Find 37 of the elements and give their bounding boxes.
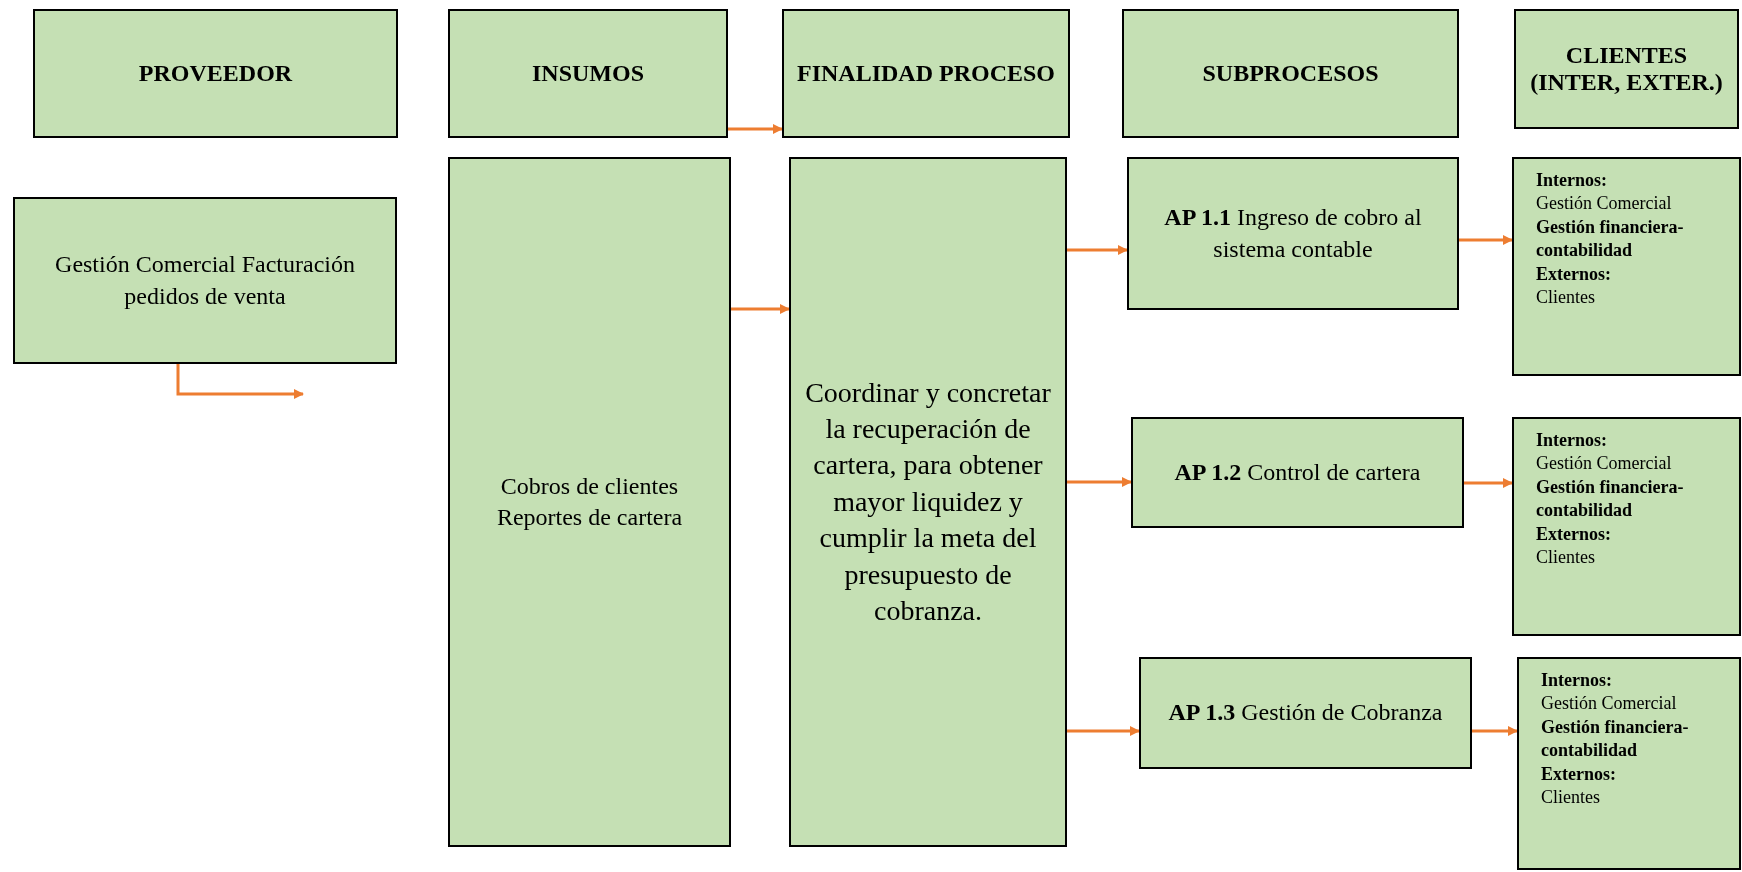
- node-text: AP 1.1 Ingreso de cobro al sistema contable: [1163, 203, 1423, 264]
- node-text: Coordinar y concretar la recuperación de cartera, para obtener mayor liquidez y cumplir la meta del presupuesto de cobranza.: [804, 375, 1052, 628]
- node-text: Cobros de clientes Reportes de cartera: [495, 471, 684, 532]
- process-box: [1127, 157, 1459, 310]
- header-box: [782, 9, 1070, 138]
- column-heading: FINALIDAD PROCESO: [797, 60, 1055, 87]
- arrow: [1459, 235, 1513, 245]
- column-heading: INSUMOS: [532, 60, 644, 87]
- process-box: [13, 197, 397, 364]
- node-text: Internos: Gestión Comercial Gestión financiera-contabilidad Externos: Clientes: [1536, 429, 1685, 569]
- arrow: [731, 304, 790, 314]
- arrow: [728, 124, 783, 134]
- arrow: [1067, 477, 1132, 487]
- node-text: AP 1.2 Control de cartera: [1174, 457, 1421, 487]
- column-heading: SUBPROCESOS: [1202, 60, 1379, 87]
- process-box: [448, 157, 731, 847]
- arrow: [1067, 726, 1140, 736]
- header-box: [33, 9, 398, 138]
- process-box: [1139, 657, 1472, 769]
- client-box: [1512, 157, 1741, 376]
- header-box: [1514, 9, 1739, 129]
- client-box: [1517, 657, 1741, 870]
- arrow: [1464, 478, 1513, 488]
- column-heading: PROVEEDOR: [138, 60, 293, 87]
- node-text: Gestión Comercial Facturación pedidos de venta: [54, 250, 356, 311]
- arrow: [176, 364, 304, 399]
- process-box: [789, 157, 1067, 847]
- node-text: AP 1.3 Gestión de Cobranza: [1168, 698, 1443, 728]
- header-box: [1122, 9, 1459, 138]
- arrow: [1472, 726, 1518, 736]
- node-text: Internos: Gestión Comercial Gestión financiera-contabilidad Externos: Clientes: [1541, 669, 1690, 809]
- header-box: [448, 9, 728, 138]
- arrow: [1067, 245, 1128, 255]
- process-box: [1131, 417, 1464, 528]
- column-heading: CLIENTES (INTER, EXTER.): [1529, 42, 1724, 96]
- node-text: Internos: Gestión Comercial Gestión financiera-contabilidad Externos: Clientes: [1536, 169, 1685, 309]
- client-box: [1512, 417, 1741, 636]
